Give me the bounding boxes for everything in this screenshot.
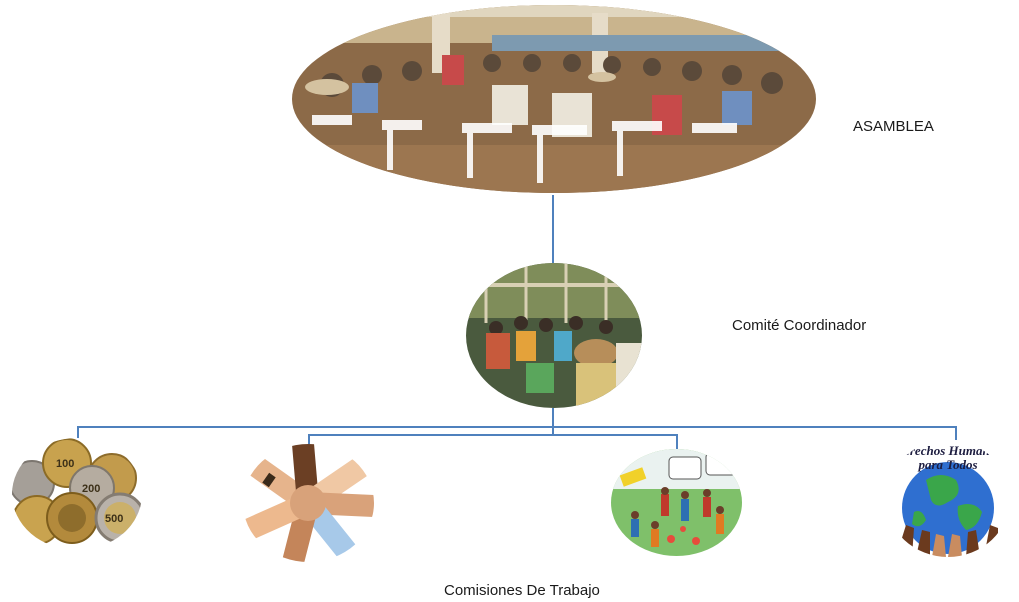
joined-hands-photo (243, 444, 374, 562)
globe-caption-line1: Derechos Humanos (894, 443, 1002, 458)
asamblea-label: ASAMBLEA (853, 118, 934, 135)
globe-caption-line2: para Todos (917, 457, 977, 472)
comite-coordinador-label: Comité Coordinador (732, 317, 867, 334)
svg-text:100: 100 (56, 458, 74, 470)
globe-hands-photo: Derechos Humanos para Todos (886, 440, 1010, 557)
connector-branch-outer (77, 426, 957, 440)
svg-text:500: 500 (105, 513, 123, 525)
coins-photo: 100 200 500 (12, 438, 142, 550)
connector-branch-inner (308, 434, 678, 449)
comisiones-de-trabajo-label: Comisiones De Trabajo (444, 582, 600, 599)
comite-coordinador-photo (466, 263, 642, 408)
svg-text:200: 200 (82, 483, 100, 495)
asamblea-photo (292, 5, 816, 193)
cartoon-meeting-photo (611, 449, 742, 556)
